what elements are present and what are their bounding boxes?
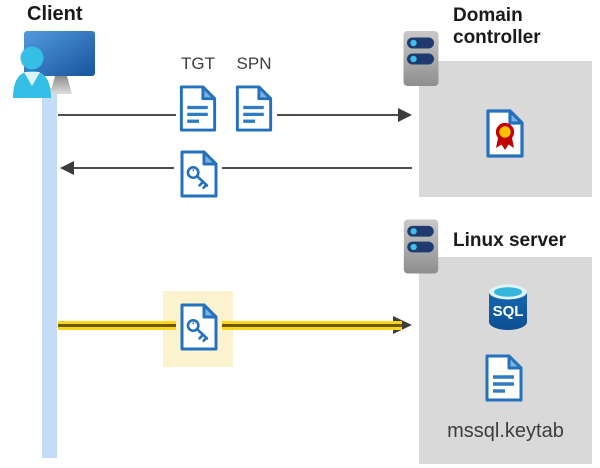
certificate-file-icon xyxy=(486,109,524,158)
keytab-document-icon xyxy=(485,354,523,402)
sql-database-icon: SQL xyxy=(489,284,527,330)
linux-server-icon xyxy=(403,219,439,274)
sql-connection-arrow-line xyxy=(58,321,176,330)
sql-label: SQL xyxy=(493,303,524,320)
request-arrowhead-icon xyxy=(398,108,412,122)
domain-controller-label: Domain controller xyxy=(453,5,541,48)
client-label: Client xyxy=(27,3,83,25)
keytab-label: mssql.keytab xyxy=(447,420,564,442)
response-arrow-line xyxy=(74,167,174,169)
connection-key-file-icon xyxy=(180,303,218,351)
client-timeline-bar xyxy=(42,88,57,458)
request-arrow-line xyxy=(277,114,398,116)
response-arrowhead-icon xyxy=(60,161,74,175)
tgt-document-icon xyxy=(179,85,217,132)
domain-controller-server-icon xyxy=(403,31,439,86)
client-workstation-icon xyxy=(13,31,95,98)
spn-label: SPN xyxy=(236,54,272,73)
tgt-label: TGT xyxy=(181,54,215,73)
ticket-key-file-icon xyxy=(180,150,218,198)
response-arrow-line xyxy=(222,167,412,169)
sql-connection-arrow-line xyxy=(222,321,402,330)
spn-document-icon xyxy=(235,85,273,132)
linux-server-label: Linux server xyxy=(453,230,566,251)
request-arrow-line xyxy=(58,114,176,116)
